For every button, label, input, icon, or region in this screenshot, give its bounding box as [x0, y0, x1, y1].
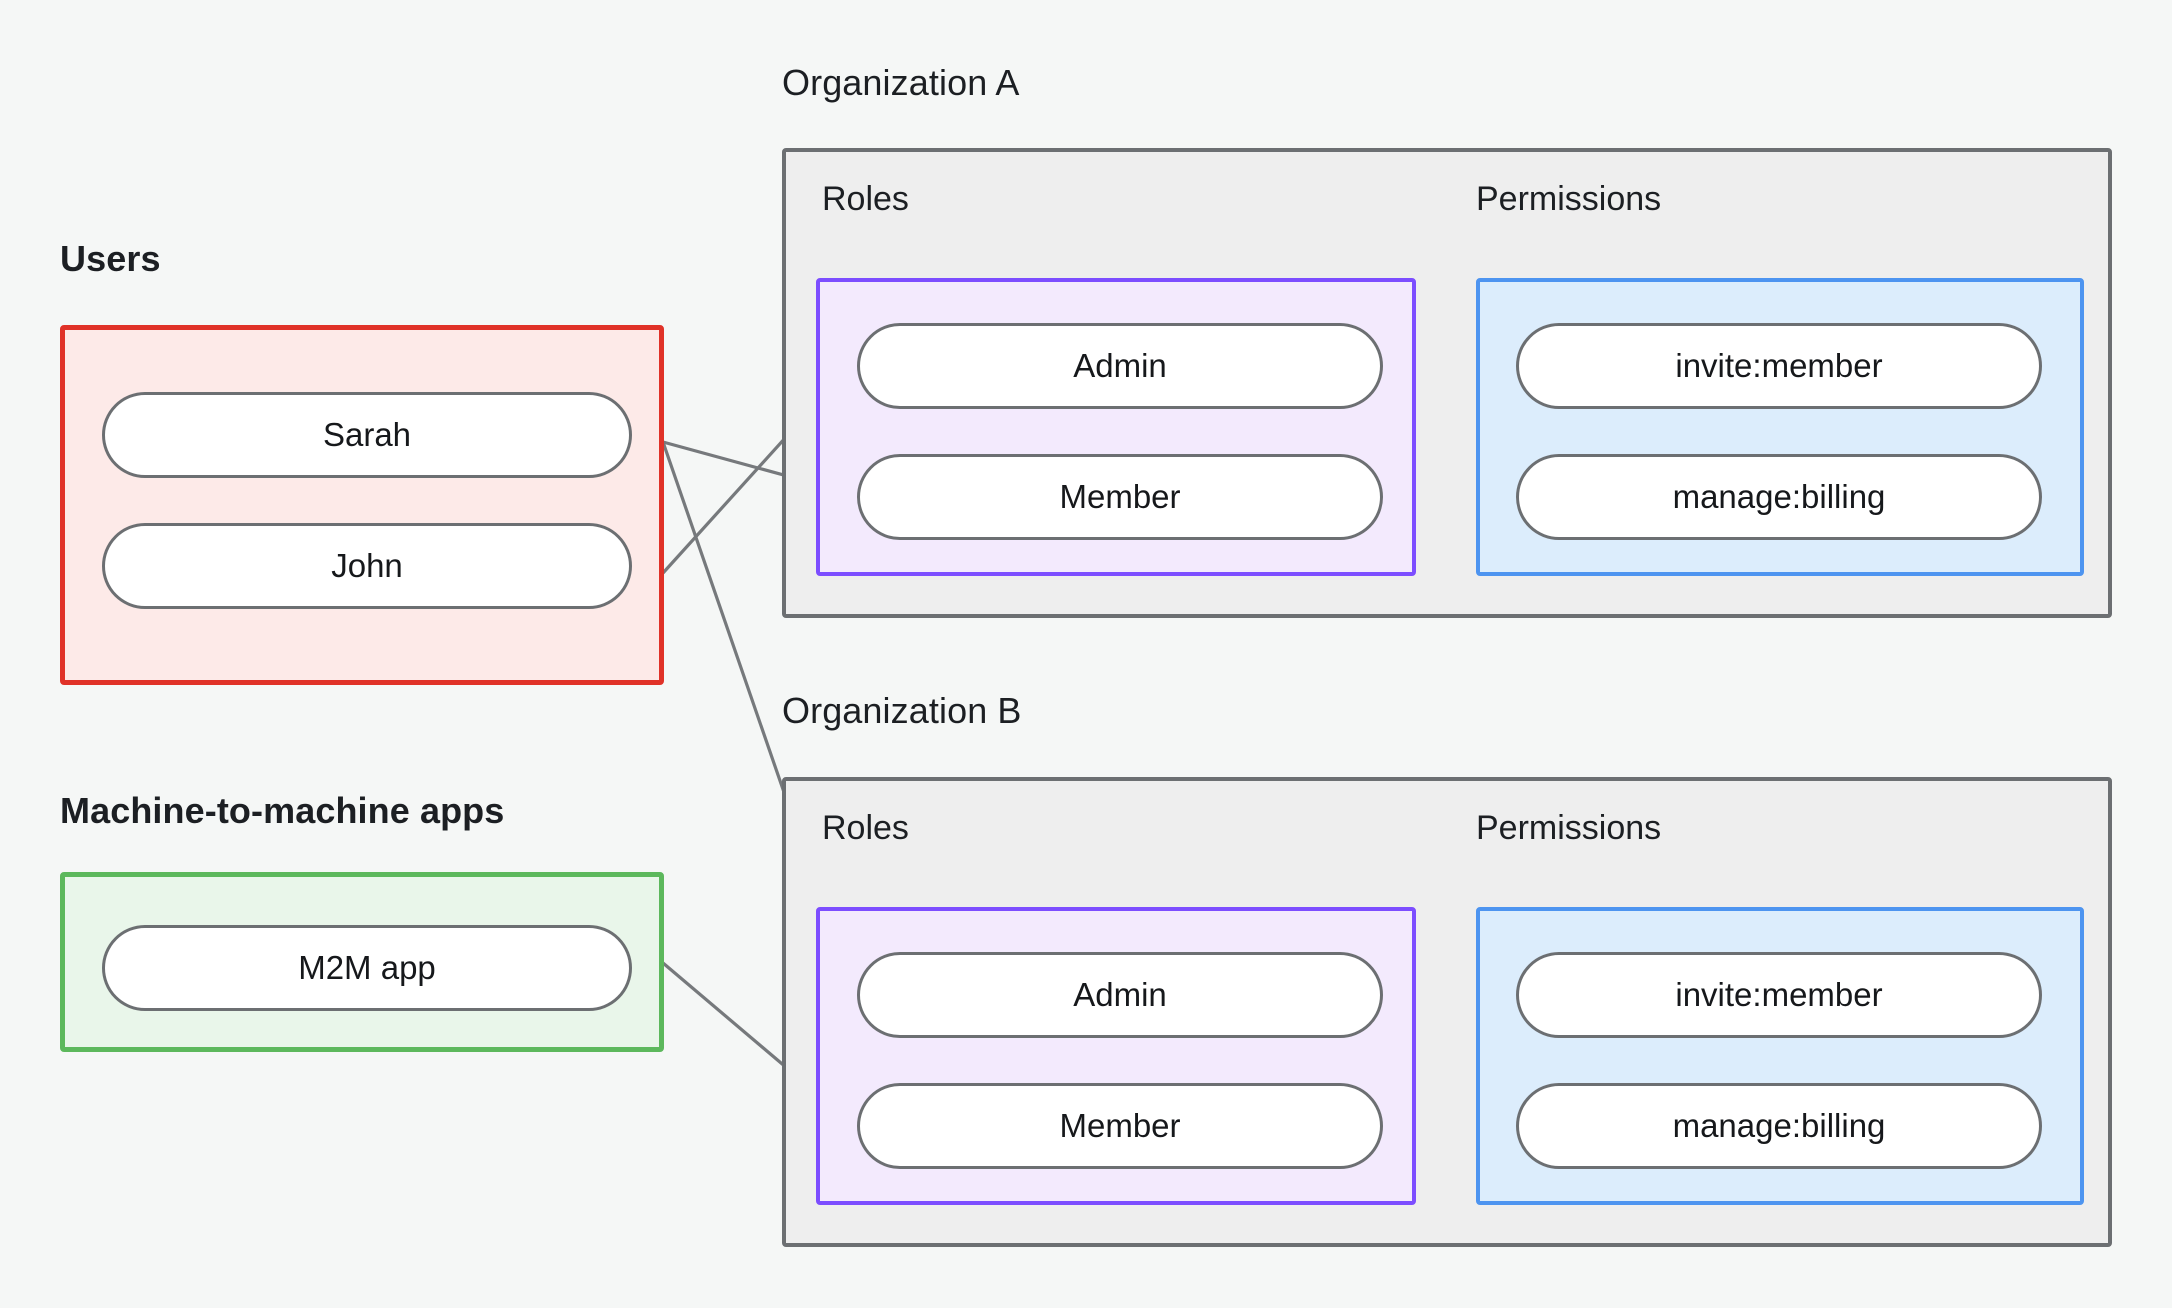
organization-b-box: Roles Permissions Admin Member invite:me… [782, 777, 2112, 1247]
users-group-box: Sarah John [60, 325, 664, 685]
m2m-pill-app[interactable]: M2M app [102, 925, 632, 1011]
orgA-permissions-box: invite:member manage:billing [1476, 278, 2084, 576]
orgA-role-pill-member[interactable]: Member [857, 454, 1383, 540]
orgB-roles-heading: Roles [822, 809, 909, 847]
organization-b-caption: Organization B [782, 690, 1022, 731]
orgB-role-pill-member[interactable]: Member [857, 1083, 1383, 1169]
orgB-permission-pill-invite-member[interactable]: invite:member [1516, 952, 2042, 1038]
orgB-roles-box: Admin Member [816, 907, 1416, 1205]
users-caption: Users [60, 238, 161, 279]
orgA-permission-pill-manage-billing[interactable]: manage:billing [1516, 454, 2042, 540]
m2m-caption: Machine-to-machine apps [60, 790, 505, 831]
orgA-role-pill-admin[interactable]: Admin [857, 323, 1383, 409]
orgB-permission-pill-manage-billing[interactable]: manage:billing [1516, 1083, 2042, 1169]
organization-a-caption: Organization A [782, 62, 1020, 103]
organization-a-box: Roles Permissions Admin Member invite:me… [782, 148, 2112, 618]
orgB-role-pill-admin[interactable]: Admin [857, 952, 1383, 1038]
orgA-permission-pill-invite-member[interactable]: invite:member [1516, 323, 2042, 409]
user-pill-sarah[interactable]: Sarah [102, 392, 632, 478]
orgA-permissions-heading: Permissions [1476, 180, 1662, 218]
user-pill-john[interactable]: John [102, 523, 632, 609]
orgB-permissions-box: invite:member manage:billing [1476, 907, 2084, 1205]
orgA-roles-heading: Roles [822, 180, 909, 218]
orgB-permissions-heading: Permissions [1476, 809, 1662, 847]
m2m-group-box: M2M app [60, 872, 664, 1052]
orgA-roles-box: Admin Member [816, 278, 1416, 576]
